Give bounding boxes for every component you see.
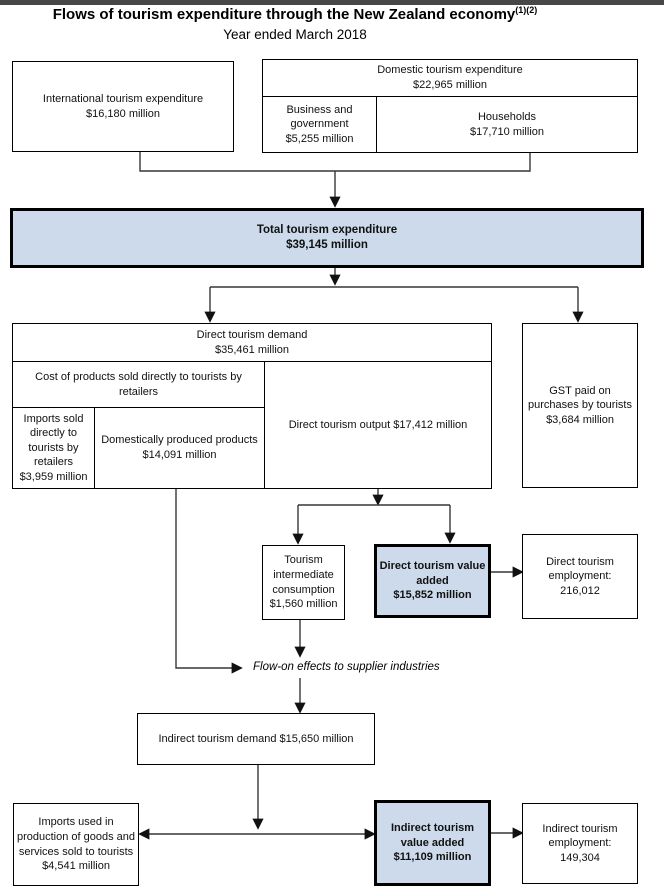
box-value: 149,304: [560, 851, 600, 864]
box-indirect-demand: Indirect tourism demand $15,650 million: [137, 713, 375, 765]
box-value: $3,959 million: [19, 470, 88, 483]
box-direct-output: Direct tourism output $17,412 million: [264, 362, 491, 488]
box-direct-demand-header: Direct tourism demand $35,461 million: [13, 324, 491, 362]
page-title: Flows of tourism expenditure through the…: [0, 5, 590, 25]
box-domestically-produced: Domestically produced products $14,091 m…: [94, 408, 264, 488]
box-label: GST paid on purchases by tourists: [528, 384, 632, 412]
box-households: Households $17,710 million: [376, 97, 637, 152]
box-indirect-value-added: Indirect tourism value added $11,109 mil…: [374, 800, 491, 886]
box-label: International tourism expenditure: [42, 92, 204, 105]
page-subtitle: Year ended March 2018: [223, 26, 367, 42]
box-label: Indirect tourism value added: [390, 822, 475, 849]
box-imports-production: Imports used in production of goods and …: [13, 803, 139, 886]
connector-expenditure-join: [139, 152, 531, 172]
box-text: Cost of products sold directly to touris…: [35, 370, 242, 398]
box-label: Imports sold directly to tourists by ret…: [23, 412, 84, 469]
box-value: $16,180 million: [86, 107, 160, 120]
box-intermediate-consumption: Tourism intermediate consumption $1,560 …: [262, 545, 345, 620]
box-text: Direct tourism output $17,412 million: [288, 418, 468, 431]
title-block: Flows of tourism expenditure through the…: [0, 5, 590, 42]
box-direct-demand: Direct tourism demand $35,461 million Co…: [12, 323, 492, 489]
box-label: Domestic tourism expenditure: [377, 64, 523, 77]
box-value: $11,109 million: [393, 851, 472, 864]
box-value: $15,852 million: [393, 589, 472, 602]
box-label: Direct tourism demand: [196, 328, 308, 341]
box-label: Direct tourism employment:: [546, 555, 614, 583]
box-gst-paid: GST paid on purchases by tourists $3,684…: [522, 323, 638, 488]
box-imports-sold-retailers: Imports sold directly to tourists by ret…: [13, 408, 94, 488]
box-value: $3,684 million: [546, 413, 614, 426]
box-value: $1,560 million: [269, 598, 338, 611]
box-text: Domestically produced products $14,091 m…: [101, 434, 258, 461]
box-text: Indirect tourism demand $15,650 million: [158, 732, 354, 745]
box-value: 216,012: [560, 584, 600, 597]
box-label: Households: [477, 110, 537, 123]
box-value: $35,461 million: [215, 343, 289, 356]
box-direct-employment: Direct tourism employment: 216,012: [522, 534, 638, 619]
box-label: Direct tourism value added: [379, 560, 486, 587]
box-domestic-header: Domestic tourism expenditure $22,965 mil…: [263, 60, 637, 97]
top-border-bar: [0, 0, 664, 5]
box-business-government: Business and government $5,255 million: [263, 97, 376, 152]
box-label: Indirect tourism employment:: [542, 822, 618, 850]
box-value: $17,710 million: [470, 125, 544, 138]
box-indirect-employment: Indirect tourism employment: 149,304: [522, 803, 638, 884]
box-label: Total tourism expenditure: [256, 223, 398, 236]
connector-demand-to-flow-on: [175, 489, 243, 674]
page-title-text: Flows of tourism expenditure through the…: [52, 6, 516, 23]
box-label: Business and government: [286, 103, 353, 131]
box-cost-of-products: Cost of products sold directly to touris…: [13, 362, 264, 408]
box-label: Tourism intermediate consumption: [272, 554, 335, 596]
box-value: $39,145 million: [286, 239, 368, 251]
flow-on-effects-label: Flow-on effects to supplier industries: [253, 661, 440, 673]
box-total-expenditure: Total tourism expenditure $39,145 millio…: [10, 208, 644, 268]
box-text: Imports used in production of goods and …: [16, 816, 136, 873]
box-value: $22,965 million: [413, 79, 487, 91]
box-international-expenditure: International tourism expenditure $16,18…: [12, 61, 234, 152]
title-footnote-superscript: (1)(2): [515, 5, 538, 15]
box-value: $5,255 million: [285, 132, 354, 145]
box-direct-value-added: Direct tourism value added $15,852 milli…: [374, 544, 491, 618]
box-domestic-expenditure: Domestic tourism expenditure $22,965 mil…: [262, 59, 638, 153]
